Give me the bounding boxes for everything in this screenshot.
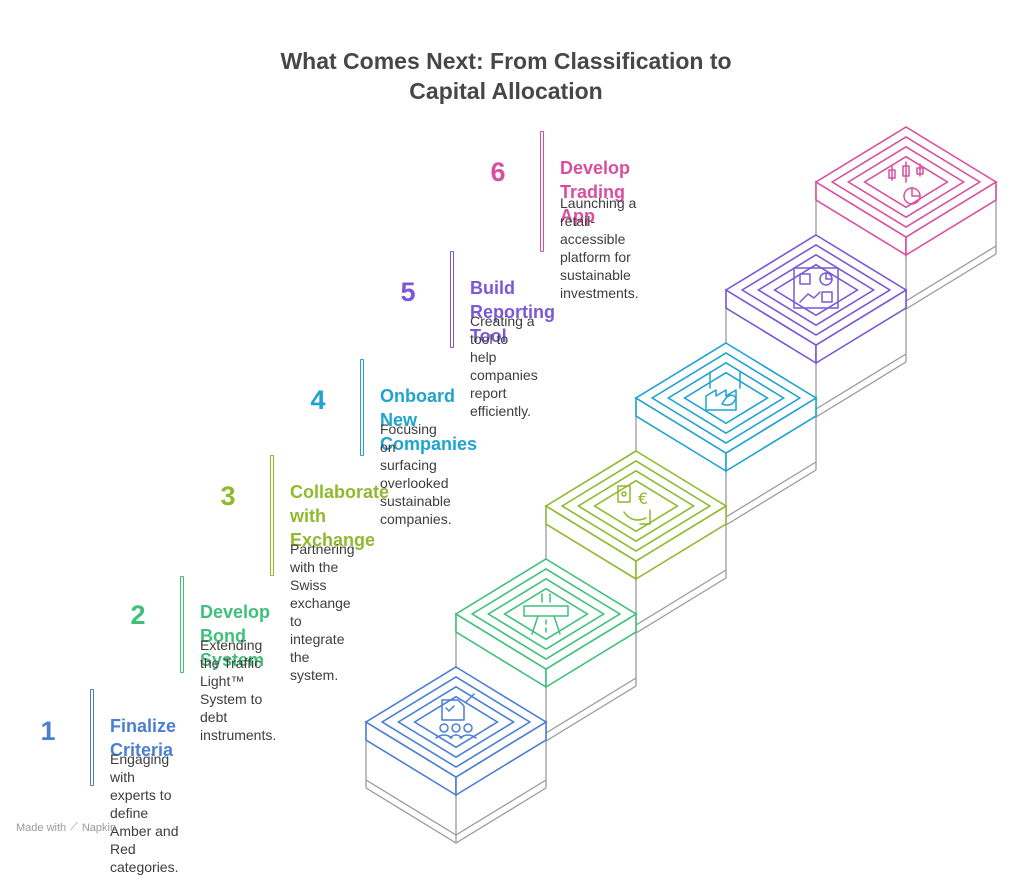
stair-ring-1-0 (364, 666, 548, 778)
step-number: 3 (220, 481, 236, 511)
stair-ring-3-2 (576, 469, 696, 543)
step-accent-bar (540, 131, 544, 252)
title-line-2: Capital Allocation (409, 78, 603, 104)
stair-ring-4-3 (683, 371, 769, 425)
report-dashboard-icon (793, 267, 839, 309)
stair-ring-1-2 (396, 685, 516, 759)
stair-ring-1-1 (380, 675, 532, 769)
stair-block-2 (454, 558, 638, 742)
step-heading: Develop Trading App (560, 158, 631, 226)
stair-block-5 (724, 234, 908, 418)
step-description-line: investments. (560, 285, 639, 301)
step-number: 2 (130, 600, 146, 630)
step-description-line: Creating a tool to help companies (470, 313, 538, 383)
stair-ring-5-2 (756, 253, 876, 327)
stair-ring-2-3 (503, 587, 589, 641)
road-bond-icon (523, 593, 569, 635)
step-description-line: exchange to integrate the system. (290, 595, 351, 683)
stair-slab-5 (725, 288, 907, 365)
checklist-team-icon (435, 693, 477, 739)
step-description-line: Partnering with the Swiss (290, 541, 355, 593)
step-description-line: report efficiently. (470, 385, 531, 419)
stair-ring-2-2 (486, 577, 606, 651)
stair-ring-3-3 (593, 479, 679, 533)
footer-credit: Made with ⟋ Napkin (16, 821, 116, 834)
step-description-line: Extending the Traffic Light™ (200, 637, 263, 689)
step-heading: Build Reporting Tool (470, 278, 555, 346)
step-number: 1 (40, 716, 56, 746)
stair-ring-3-0 (544, 450, 728, 562)
diagram-title: What Comes Next: From Classification to … (206, 46, 806, 106)
stair-block-1 (364, 666, 548, 844)
step-description-line: Focusing on surfacing overlooked (380, 421, 449, 491)
step-accent-bar (180, 576, 184, 673)
step-accent-bar (450, 251, 454, 348)
step-description-line: Engaging with experts to define (110, 751, 172, 821)
step-number: 5 (400, 277, 416, 307)
step-heading: Onboard New Companies (380, 386, 478, 454)
stair-ring-6-3 (863, 155, 949, 209)
step-accent-bar (270, 455, 274, 576)
step-number: 4 (310, 385, 326, 415)
step-description-line: Amber and Red categories. (110, 823, 179, 875)
step-heading: Develop Bond System (200, 602, 271, 670)
stair-riser-1 (365, 722, 547, 844)
step-description-line: sustainable companies. (380, 493, 452, 527)
stair-ring-3-1 (560, 459, 712, 553)
stair-ring-4-1 (650, 351, 802, 445)
step-accent-bar (360, 359, 364, 456)
footer-made-with: Made with (16, 821, 67, 834)
stair-ring-4-2 (666, 361, 786, 435)
svg-text:€: € (638, 489, 648, 508)
stair-ring-6-1 (830, 135, 982, 229)
footer-brand: Napkin (81, 821, 117, 834)
stair-block-6 (814, 126, 998, 310)
stair-ring-5-3 (773, 263, 859, 317)
step-heading: Finalize Criteria (110, 716, 177, 760)
step-number: 6 (490, 157, 506, 187)
stair-ring-5-0 (724, 234, 908, 346)
isometric-stairs: € (364, 126, 998, 844)
step-description-line: platform for sustainable (560, 249, 631, 283)
currency-exchange-icon: € (617, 485, 651, 525)
stair-ring-1-3 (413, 695, 499, 749)
green-factory-icon (705, 371, 741, 411)
step-heading-line: Collaborate with (290, 482, 390, 526)
stair-block-4 (634, 342, 818, 526)
stair-ring-2-0 (454, 558, 638, 670)
stair-ring-2-1 (470, 567, 622, 661)
stair-ring-5-1 (740, 243, 892, 337)
trading-chart-icon (888, 161, 924, 205)
step-heading-line: Exchange (290, 530, 376, 550)
title-line-1: What Comes Next: From Classification to (280, 48, 732, 74)
step-description-line: Launching a retail-accessible (560, 195, 637, 247)
step-description-line: System to debt instruments. (200, 691, 277, 743)
napkin-logo-icon: ⟋ (70, 821, 78, 833)
step-accent-bar (90, 689, 94, 786)
stair-ring-6-2 (846, 145, 966, 219)
